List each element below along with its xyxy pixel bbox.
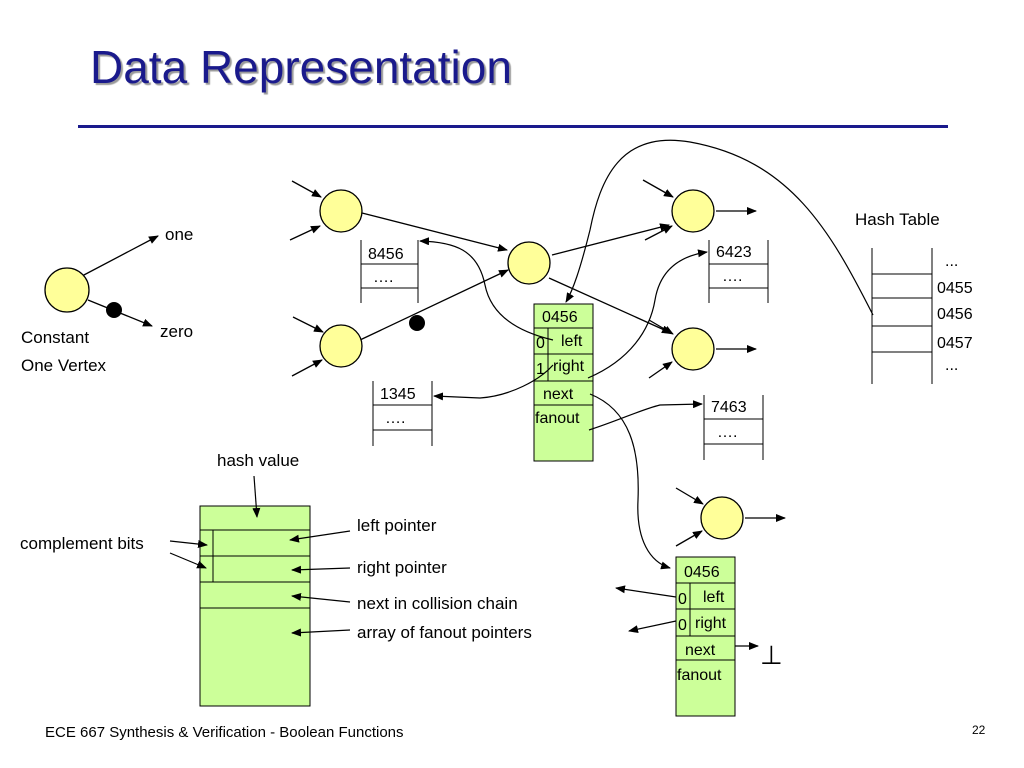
footer-text: ECE 667 Synthesis & Verification - Boole… (45, 724, 404, 741)
node-b-id: 0456 (684, 564, 720, 581)
node-a-id: 0456 (542, 309, 578, 326)
record-7463 (703, 395, 764, 460)
hash-entry-0457: 0457 (937, 335, 973, 352)
complement-dot (409, 315, 425, 331)
left-pointer-label: left pointer (357, 516, 437, 535)
record-1345-dots: …. (385, 410, 405, 427)
hash-entry-ellipsis-top: ... (945, 253, 958, 270)
zero-edge-label: zero (160, 322, 193, 341)
record-layout-box (199, 505, 311, 707)
hash-entry-0455: 0455 (937, 280, 973, 297)
hash-table (871, 248, 933, 384)
node-b-right: right (695, 615, 727, 632)
node-a-bit1: 1 (536, 361, 545, 378)
record-1345-id: 1345 (380, 386, 416, 403)
record-8456 (360, 240, 419, 303)
page-number: 22 (972, 723, 986, 737)
record-8456-dots: …. (373, 269, 393, 286)
record-6423-dots: …. (722, 268, 742, 285)
record-8456-id: 8456 (368, 246, 404, 263)
node-b-bit1: 0 (678, 617, 687, 634)
node-a-right: right (553, 358, 585, 375)
constant-one-vertex (44, 235, 159, 327)
one-vertex-label: One Vertex (21, 356, 107, 375)
title-underline (78, 125, 948, 128)
node-b-fanout: fanout (677, 667, 722, 684)
node-record-a (533, 303, 594, 462)
vertex-graph (289, 179, 786, 547)
pointer-arrows (419, 139, 874, 650)
hash-entry-0456: 0456 (937, 306, 973, 323)
complement-bits-label: complement bits (20, 534, 144, 553)
record-6423 (708, 240, 769, 303)
node-a-left: left (561, 333, 583, 350)
hash-table-label: Hash Table (855, 210, 940, 229)
node-b-next: next (685, 642, 716, 659)
node-b-left: left (703, 589, 725, 606)
legend-arrows (169, 475, 351, 637)
node-a-next: next (543, 386, 574, 403)
right-pointer-label: right pointer (357, 558, 447, 577)
terminal-symbol: ⊥ (760, 641, 783, 671)
one-edge-label: one (165, 225, 193, 244)
record-7463-dots: …. (717, 424, 737, 441)
node-record-b (675, 556, 736, 717)
collision-chain-label: next in collision chain (357, 594, 518, 613)
node-a-bit0: 0 (536, 335, 545, 352)
hash-entry-ellipsis-bottom: ... (945, 357, 958, 374)
node-a-fanout: fanout (535, 410, 580, 427)
vertex-nodes (319, 189, 744, 540)
record-7463-id: 7463 (711, 399, 747, 416)
record-6423-id: 6423 (716, 244, 752, 261)
constant-label: Constant (21, 328, 89, 347)
page-title: Data Representation (90, 41, 512, 93)
fanout-array-label: array of fanout pointers (357, 623, 532, 642)
node-b-bit0: 0 (678, 591, 687, 608)
record-1345 (372, 381, 433, 446)
hash-value-label: hash value (217, 451, 299, 470)
